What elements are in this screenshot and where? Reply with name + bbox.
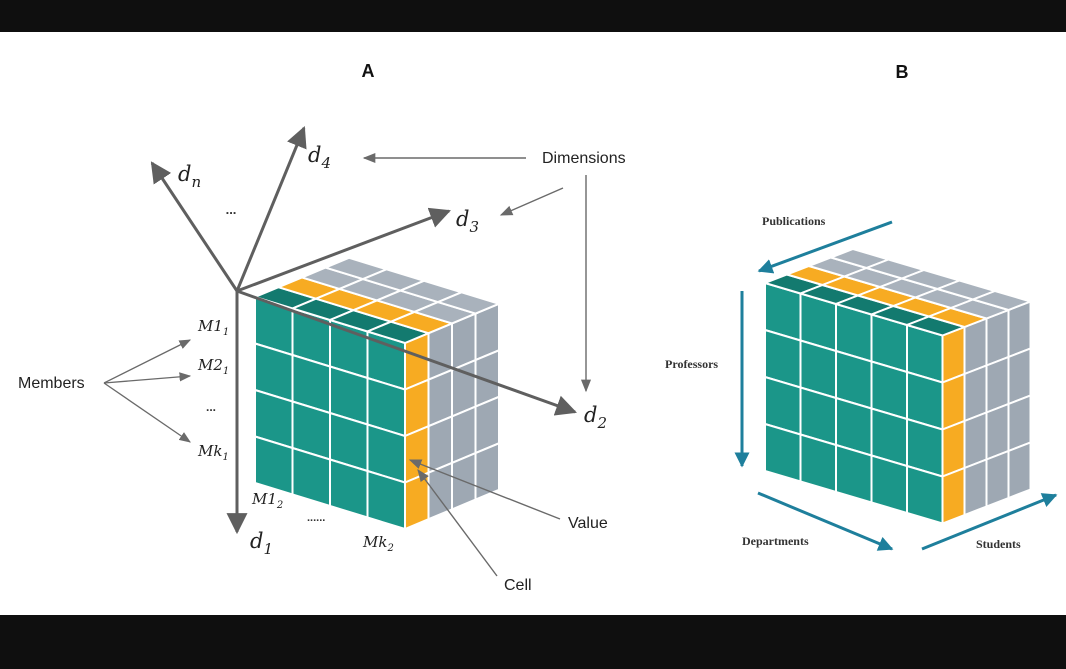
value-label: Value (568, 515, 608, 532)
cube-b-cell-side (941, 419, 966, 478)
top-black-bar (0, 0, 1066, 32)
member-m2-1: M21 (197, 356, 229, 377)
cube-b-cell-side (963, 411, 988, 470)
cube-b-cell-front (835, 443, 873, 504)
cube-a-cell-top (435, 291, 502, 315)
cube-b-cell-front (870, 454, 908, 515)
bottom-black-bar (0, 615, 1066, 669)
axis-d3-arrow (236, 207, 451, 293)
cube-b-cell-side (963, 364, 988, 423)
panel-b-label: B (896, 62, 909, 82)
publications-label: Publications (762, 214, 826, 228)
departments-arrow (757, 491, 894, 551)
member-ellipsis-d2: ...... (307, 512, 325, 524)
cube-a-cell-side (474, 441, 500, 502)
member-mk-1: Mk1 (197, 442, 229, 463)
departments-label: Departments (742, 534, 809, 548)
dimensions-label: Dimensions (542, 150, 626, 167)
cube-b (761, 247, 1034, 525)
axis-dn-arrow (150, 161, 239, 292)
cube-b-cell-side (985, 308, 1010, 367)
publications-arrow (757, 220, 893, 274)
students-arrow (921, 493, 1058, 551)
axis-d4-arrow (235, 126, 307, 292)
cube-b-cell-side (941, 372, 966, 431)
member-mk-2: Mk2 (362, 533, 394, 554)
member-ellipsis-d1: ... (206, 400, 216, 414)
value-arrow (408, 459, 561, 520)
cube-b-cell-front (799, 433, 837, 494)
cube-b-cell-side (1007, 441, 1032, 500)
cell-label: Cell (504, 577, 532, 594)
axis-d2-label: d2 (584, 403, 607, 432)
cube-b-cell-side (963, 317, 988, 376)
students-label: Students (976, 537, 1021, 551)
cube-a (252, 256, 502, 531)
cube-b-cell-front (906, 464, 944, 525)
axis-d2-arrow (236, 289, 577, 416)
cube-b-cell-side (941, 466, 966, 525)
cube-a-cell-side (404, 471, 430, 531)
member-m1-1: M11 (197, 317, 229, 338)
cube-b-cell-side (1007, 394, 1032, 453)
cube-b-cell-side (1007, 347, 1032, 406)
cube-b-cell-side (985, 449, 1010, 508)
cube-b-cell-side (963, 458, 988, 517)
cube-b-cell-side (941, 325, 966, 384)
axis-d3-label: d3 (456, 207, 479, 236)
professors-label: Professors (665, 357, 718, 371)
members-label: Members (18, 375, 85, 392)
axes-b (734, 220, 1058, 551)
member-m1-2: M12 (251, 490, 283, 511)
axis-dn-label: dn (178, 162, 201, 191)
cube-b-cell-side (1007, 300, 1032, 359)
members-arrows (103, 339, 192, 443)
dimensions-arrows (362, 152, 592, 393)
cube-b-cell-front (764, 422, 802, 483)
cube-b-cell-side (985, 355, 1010, 414)
axis-d4-label: d4 (308, 143, 331, 172)
axis-d1-label: d1 (250, 529, 273, 558)
panel-a-label: A (362, 61, 375, 81)
axes-a (150, 126, 577, 535)
cube-b-cell-side (985, 402, 1010, 461)
cube-b-cell-top (969, 289, 1034, 312)
axes-ellipsis: ... (226, 202, 237, 217)
cell-arrow (417, 468, 498, 577)
